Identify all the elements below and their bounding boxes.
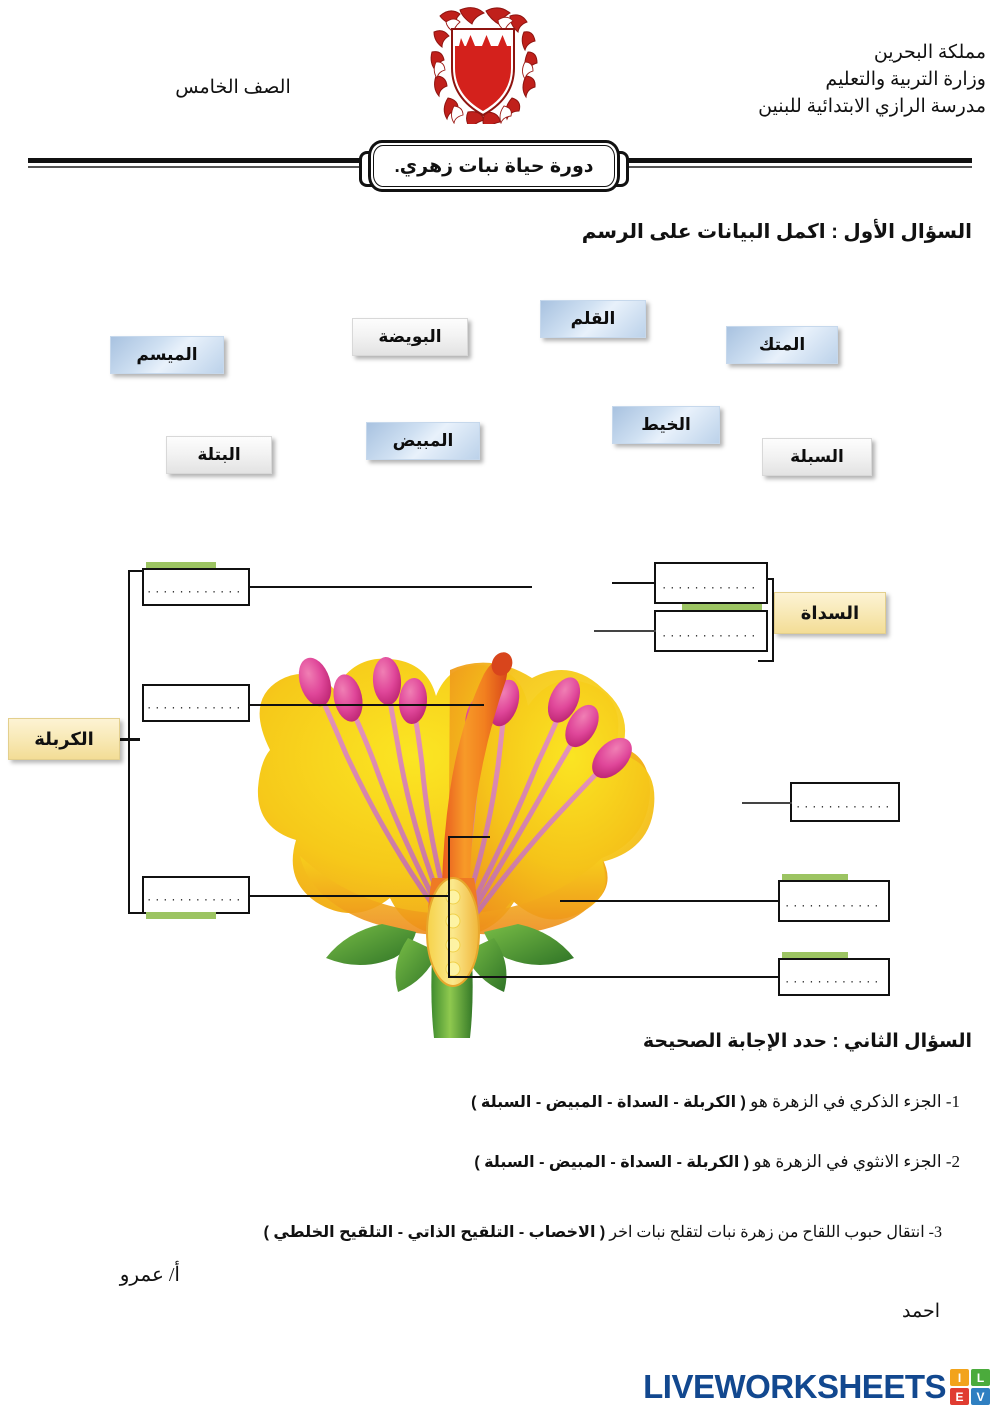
word-bank-item-matak[interactable]: المتك	[726, 326, 838, 364]
question2-heading: السؤال الثاني : حدد الإجابة الصحيحة	[642, 1031, 972, 1052]
answer-box-right-3[interactable]: ............	[790, 782, 900, 822]
item-options[interactable]: ( الكربلة - السداة - المبيض - السبلة )	[474, 1154, 750, 1171]
leader-line-right-3	[742, 802, 792, 804]
answer-accent-bar	[782, 874, 848, 881]
country-name: مملكة البحرين	[873, 42, 986, 63]
answer-box-right-5[interactable]: ............	[778, 958, 890, 996]
group-label-stamen[interactable]: السداة	[774, 592, 886, 634]
question1-heading: السؤال الأول : اكمل البيانات على الرسم	[581, 221, 972, 243]
leader-line-right-2	[594, 630, 656, 632]
answer-accent-bar	[146, 912, 216, 919]
worksheet-title: دورة حياة نبات زهري.	[394, 155, 594, 177]
word-bank-item-sabla[interactable]: السبلة	[762, 438, 872, 476]
worksheet-title-banner: دورة حياة نبات زهري.	[359, 140, 629, 192]
liveworksheets-wordmark: LIVEWORKSHEETS	[643, 1368, 946, 1405]
flower-illustration	[257, 652, 655, 1038]
bahrain-coat-of-arms-icon	[424, 2, 542, 131]
item-options[interactable]: ( الاخصاب - التلقيح الذاتي - التلقيح الخ…	[263, 1224, 606, 1241]
answer-dots: ............	[147, 580, 245, 596]
item-stem: الجزء الذكري في الزهرة هو	[750, 1092, 942, 1111]
word-bank-item-maysam[interactable]: الميسم	[110, 336, 224, 374]
item-stem: انتقال حبوب اللقاح من زهرة نبات لتقلح نب…	[609, 1224, 925, 1241]
answer-box-left-1[interactable]: ............	[142, 568, 250, 606]
item-number: 2-	[945, 1152, 960, 1171]
leader-line-left-1	[250, 586, 532, 588]
liveworksheets-tiles-icon: L I V E	[950, 1369, 990, 1405]
tile-i: I	[950, 1369, 969, 1386]
leader-line-left-2	[250, 704, 484, 706]
answer-box-left-3[interactable]: ............	[142, 876, 250, 914]
teacher-signature-line1: أ/ عمرو	[119, 1264, 180, 1286]
ovary-pointer-vertical	[448, 836, 450, 896]
answer-dots: ............	[147, 696, 245, 712]
answer-dots: ............	[147, 888, 245, 904]
page-header: مملكة البحرين وزارة التربية والتعليم مدر…	[0, 0, 1000, 145]
answer-accent-bar	[146, 562, 216, 569]
item-number: 1-	[945, 1092, 960, 1111]
banner-inner-frame: دورة حياة نبات زهري.	[373, 145, 615, 187]
tile-l: L	[971, 1369, 990, 1386]
receptacle-pointer-vertical	[448, 896, 450, 978]
carpel-bracket	[128, 570, 146, 914]
answer-accent-bar	[682, 604, 762, 611]
school-name: مدرسة الرازي الابتدائية للبنين	[758, 95, 986, 117]
answer-box-right-2[interactable]: ............	[654, 610, 768, 652]
grade-label: الصف الخامس	[175, 77, 291, 98]
carpel-connector	[118, 738, 140, 741]
item-options[interactable]: ( الكربلة - السداة - المبيض - السبلة )	[471, 1094, 746, 1111]
answer-dots: ............	[662, 624, 760, 640]
answer-box-right-4[interactable]: ............	[778, 880, 890, 922]
item-stem: الجزء الانثوي في الزهرة هو	[753, 1152, 942, 1171]
item-number: 3-	[928, 1224, 942, 1241]
question2-item-1: 1- الجزء الذكري في الزهرة هو ( الكربلة -…	[471, 1092, 960, 1112]
word-bank-item-khayt[interactable]: الخيط	[612, 406, 720, 444]
word-bank-item-mabeed[interactable]: المبيض	[366, 422, 480, 460]
answer-box-left-2[interactable]: ............	[142, 684, 250, 722]
teacher-signature-line2: احمد	[902, 1301, 940, 1322]
leader-line-right-1	[612, 582, 656, 584]
question2-item-3: 3- انتقال حبوب اللقاح من زهرة نبات لتقلح…	[264, 1222, 942, 1242]
answer-dots: ............	[785, 894, 883, 910]
word-bank-item-batla[interactable]: البتلة	[166, 436, 272, 474]
leader-line-right-5	[448, 976, 780, 978]
liveworksheets-logo[interactable]: L I V E LIVEWORKSHEETS	[643, 1365, 990, 1409]
answer-dots: ............	[796, 795, 894, 811]
answer-accent-bar	[782, 952, 848, 959]
tile-v: V	[971, 1388, 990, 1405]
flower-diagram: الكربلة ............ ............ ......…	[0, 520, 1000, 1040]
leader-line-left-3	[250, 895, 450, 897]
question2-item-2: 2- الجزء الانثوي في الزهرة هو ( الكربلة …	[474, 1152, 960, 1172]
tile-e: E	[950, 1388, 969, 1405]
group-label-carpel[interactable]: الكربلة	[8, 718, 120, 760]
word-bank-item-buwayda[interactable]: البويضة	[352, 318, 468, 356]
word-bank-item-qalam[interactable]: القلم	[540, 300, 646, 338]
leader-line-right-4	[560, 900, 780, 902]
answer-dots: ............	[785, 970, 883, 986]
ovary-pointer-horizontal	[448, 836, 490, 838]
school-info: مملكة البحرين وزارة التربية والتعليم مدر…	[586, 40, 986, 121]
ministry-name: وزارة التربية والتعليم	[825, 68, 986, 90]
answer-dots: ............	[662, 576, 760, 592]
answer-box-right-1[interactable]: ............	[654, 562, 768, 604]
